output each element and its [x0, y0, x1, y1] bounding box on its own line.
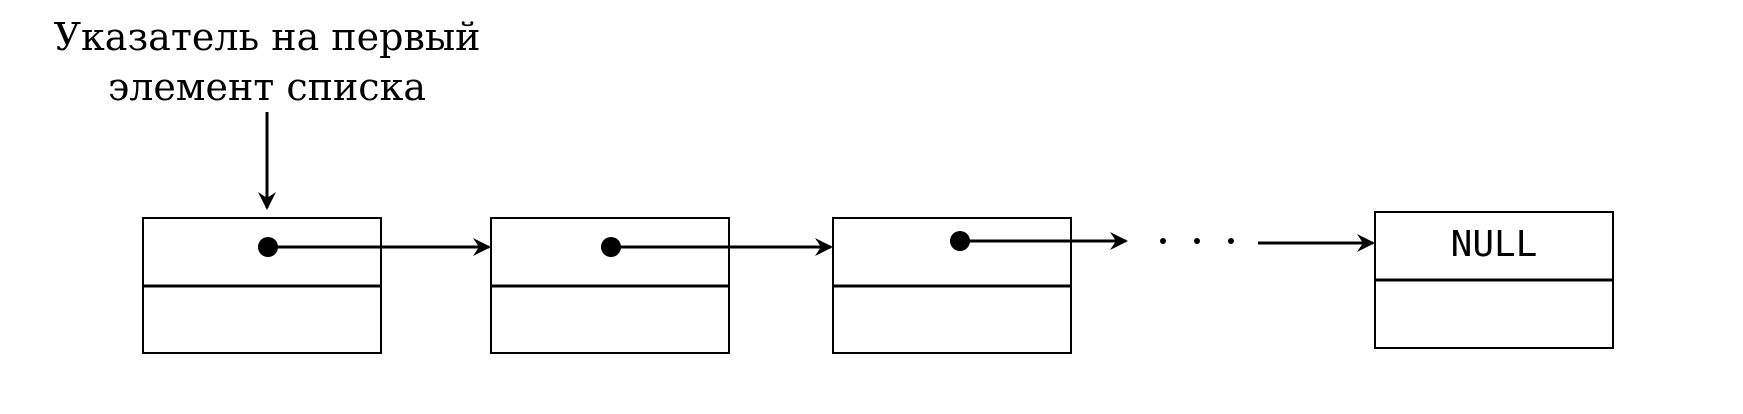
null-node: NULL: [1374, 211, 1614, 349]
head-pointer-label-line2: элемент списка: [108, 65, 426, 109]
ellipsis: [1160, 238, 1234, 244]
list-node-1: [142, 217, 382, 354]
null-label: NULL: [1451, 224, 1538, 265]
list-node-2: [490, 217, 730, 354]
list-node-3: [832, 217, 1072, 354]
head-pointer-label-line1: Указатель на первый: [54, 15, 481, 59]
